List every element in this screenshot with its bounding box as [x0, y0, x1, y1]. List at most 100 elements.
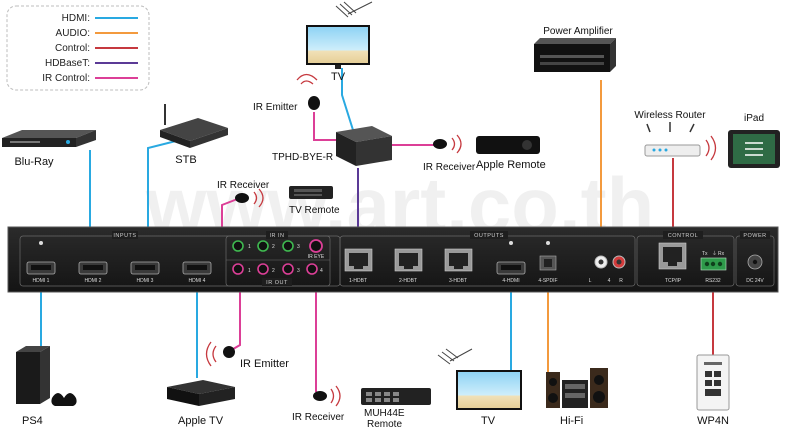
port-ir-in-3[interactable]: 3 [282, 240, 300, 252]
cable-ir-emitter-top [313, 112, 338, 141]
svg-text:IR Control:: IR Control: [42, 73, 90, 84]
port-rs232[interactable]: Tx ⏚ Rx RS232 [700, 250, 727, 284]
tv-top-label: TV [331, 71, 346, 83]
apple-tv-label: Apple TV [178, 415, 224, 427]
port-audio-l[interactable]: L [589, 255, 608, 284]
apple-tv-icon [167, 380, 235, 406]
port-audio-r[interactable]: R [612, 255, 626, 284]
svg-text:HDBaseT:: HDBaseT: [45, 58, 90, 69]
svg-text:Rx: Rx [718, 251, 725, 257]
stb-label: STB [175, 154, 196, 166]
hifi-icon [546, 368, 608, 408]
svg-text:RS232: RS232 [705, 278, 721, 284]
port-ir-out-1[interactable]: 1 [232, 263, 251, 275]
muh44e-remote-label-line2: Remote [367, 419, 402, 430]
tv-remote-icon [289, 186, 333, 199]
svg-text:HDMI 3: HDMI 3 [137, 278, 154, 284]
svg-text:3: 3 [297, 244, 300, 250]
svg-text:4-SPDIF: 4-SPDIF [538, 278, 557, 284]
port-ir-in-1[interactable]: 1 [232, 240, 251, 252]
ir-emitter-top-icon [296, 73, 320, 110]
svg-text:3-HDBT: 3-HDBT [449, 278, 467, 284]
ir-emitter-bottom-icon [205, 341, 235, 367]
section-power: POWER [743, 233, 766, 239]
svg-text:1: 1 [248, 268, 251, 274]
svg-text:DC 24V: DC 24V [746, 278, 764, 284]
ps4-icon [16, 346, 77, 406]
apple-remote-label: Apple Remote [476, 159, 546, 171]
port-ir-eye[interactable]: IR EYE [308, 239, 325, 260]
svg-text:HDMI:: HDMI: [62, 13, 90, 24]
svg-text:3: 3 [297, 268, 300, 274]
wireless-router-icon [644, 122, 717, 161]
hifi-label: Hi-Fi [560, 415, 583, 427]
svg-text:L: L [589, 278, 592, 284]
section-ir-in: IR IN [269, 233, 284, 239]
matrix-back-panel: INPUTS IR IN IR OUT OUTPUTS CONTROL POWE… [7, 226, 779, 293]
section-control: CONTROL [668, 233, 698, 239]
svg-text:IR EYE: IR EYE [308, 254, 325, 260]
svg-text:4: 4 [320, 268, 323, 274]
cable-tv-top [341, 68, 354, 131]
ir-emitter-bottom-label: IR Emitter [240, 358, 289, 370]
port-hdmi-2[interactable]: HDMI 2 [78, 261, 108, 284]
legend-item-audio: AUDIO: [56, 28, 138, 39]
ir-emitter-top-label: IR Emitter [253, 102, 298, 113]
svg-text:HDMI 1: HDMI 1 [33, 278, 50, 284]
tv-bottom-icon [437, 348, 522, 410]
port-hdmi-1[interactable]: HDMI 1 [26, 261, 56, 284]
legend: HDMI: AUDIO: Control: HDBaseT: IR Contro… [6, 5, 150, 91]
section-inputs: INPUTS [113, 233, 136, 239]
tv-remote-label: TV Remote [289, 205, 340, 216]
svg-text:TCP/IP: TCP/IP [665, 278, 682, 284]
apple-remote-icon [476, 136, 540, 154]
power-amp-label: Power Amplifier [543, 26, 613, 37]
port-hdmi-4[interactable]: HDMI 4 [182, 261, 212, 284]
power-amplifier-icon [534, 38, 616, 72]
svg-text:Tx: Tx [702, 251, 708, 257]
svg-text:AUDIO:: AUDIO: [56, 28, 90, 39]
svg-text:2: 2 [272, 268, 275, 274]
port-ir-in-2[interactable]: 2 [257, 240, 275, 252]
wp4n-panel-icon [696, 354, 730, 411]
muh44e-remote-label-line1: MUH44E [364, 408, 405, 419]
ipad-icon [728, 130, 780, 168]
svg-text:⏚: ⏚ [712, 250, 717, 257]
svg-text:2-HDBT: 2-HDBT [399, 278, 417, 284]
wireless-router-label: Wireless Router [634, 110, 706, 121]
port-out-hdmi-4[interactable]: 4-HDMI [496, 261, 526, 284]
tphd-receiver-icon [336, 126, 392, 166]
port-spdif[interactable]: 4-SPDIF [538, 255, 558, 284]
ipad-label: iPad [744, 113, 764, 124]
port-hdbt-3[interactable]: 3-HDBT [444, 248, 473, 284]
port-ir-out-2[interactable]: 2 [257, 263, 275, 275]
ps4-label: PS4 [22, 415, 43, 427]
svg-text:4-HDMI: 4-HDMI [502, 278, 519, 284]
svg-text:2: 2 [272, 244, 275, 250]
ir-receiver-top-label: IR Receiver [217, 180, 270, 191]
svg-text:HDMI 4: HDMI 4 [189, 278, 206, 284]
svg-text:Control:: Control: [55, 43, 90, 54]
port-ir-out-4[interactable]: 4 [306, 263, 323, 275]
legend-item-hdmi: HDMI: [62, 13, 138, 24]
blu-ray-label: Blu-Ray [14, 156, 54, 168]
port-hdmi-3[interactable]: HDMI 3 [130, 261, 160, 284]
port-ir-out-3[interactable]: 3 [282, 263, 300, 275]
legend-item-hdbaset: HDBaseT: [45, 58, 138, 69]
ir-receiver-top-icon [235, 188, 264, 208]
port-hdbt-1[interactable]: 1-HDBT [344, 248, 373, 284]
port-tcpip[interactable]: TCP/IP [658, 242, 687, 284]
port-hdbt-2[interactable]: 2-HDBT [394, 248, 423, 284]
audio-output-number: 4 [608, 278, 611, 284]
stb-icon [160, 104, 228, 148]
blu-ray-player-icon [2, 130, 96, 147]
legend-item-ir-control: IR Control: [42, 73, 138, 84]
ir-receiver-mid-icon [433, 134, 462, 154]
port-dc-power[interactable]: DC 24V [746, 254, 764, 284]
tv-top-icon [306, 1, 373, 69]
ir-receiver-mid-label: IR Receiver [423, 162, 476, 173]
section-ir-out: IR OUT [266, 280, 288, 286]
svg-text:HDMI 2: HDMI 2 [85, 278, 102, 284]
cable-stb [147, 139, 181, 262]
